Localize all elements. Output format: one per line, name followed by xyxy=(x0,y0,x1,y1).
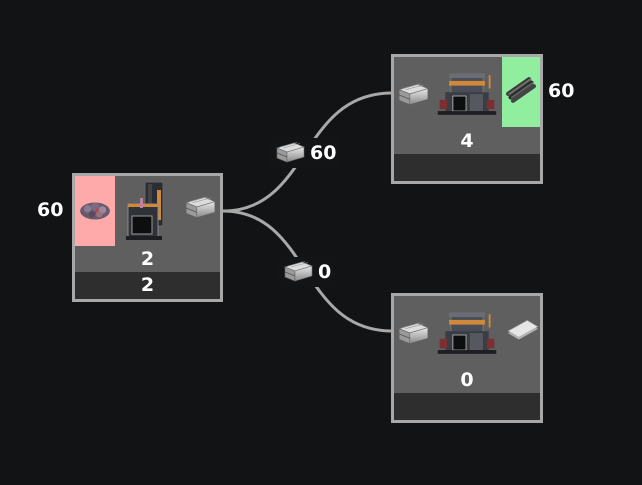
node-footer xyxy=(394,154,540,181)
node-miner[interactable]: 2 2 xyxy=(72,173,223,302)
miner-machine-icon xyxy=(123,180,173,242)
assembler-machine-icon xyxy=(434,71,500,121)
node-footer xyxy=(394,393,540,420)
edge-label-bottom[interactable]: 0 xyxy=(278,257,336,287)
node-assembler-bottom[interactable]: 0 xyxy=(391,293,543,423)
machine-count: 2 xyxy=(140,248,155,270)
machine-count: 4 xyxy=(460,130,474,152)
plate-icon xyxy=(396,81,430,109)
input-slot[interactable] xyxy=(396,320,432,350)
node-assembler-top[interactable]: 4 xyxy=(391,54,543,184)
edge-rate: 0 xyxy=(318,261,332,283)
plate-icon xyxy=(274,140,306,166)
output-slot[interactable] xyxy=(502,57,540,127)
ore-icon xyxy=(78,198,112,224)
plate-icon xyxy=(396,320,430,348)
output-slot[interactable] xyxy=(506,318,542,348)
sheet-icon xyxy=(506,318,540,344)
edge-rate: 60 xyxy=(310,142,337,164)
node-footer: 2 xyxy=(75,272,220,299)
assembler-machine-icon xyxy=(434,310,500,360)
machine-count: 0 xyxy=(460,369,474,391)
input-slot[interactable] xyxy=(396,81,432,111)
rods-icon xyxy=(504,75,538,105)
plate-icon xyxy=(282,259,314,285)
edge-label-top[interactable]: 60 xyxy=(270,138,341,168)
plate-icon xyxy=(183,194,217,222)
input-slot[interactable] xyxy=(75,176,115,246)
output-rate: 60 xyxy=(548,80,575,102)
output-slot[interactable] xyxy=(183,194,219,224)
input-rate: 60 xyxy=(37,199,64,221)
